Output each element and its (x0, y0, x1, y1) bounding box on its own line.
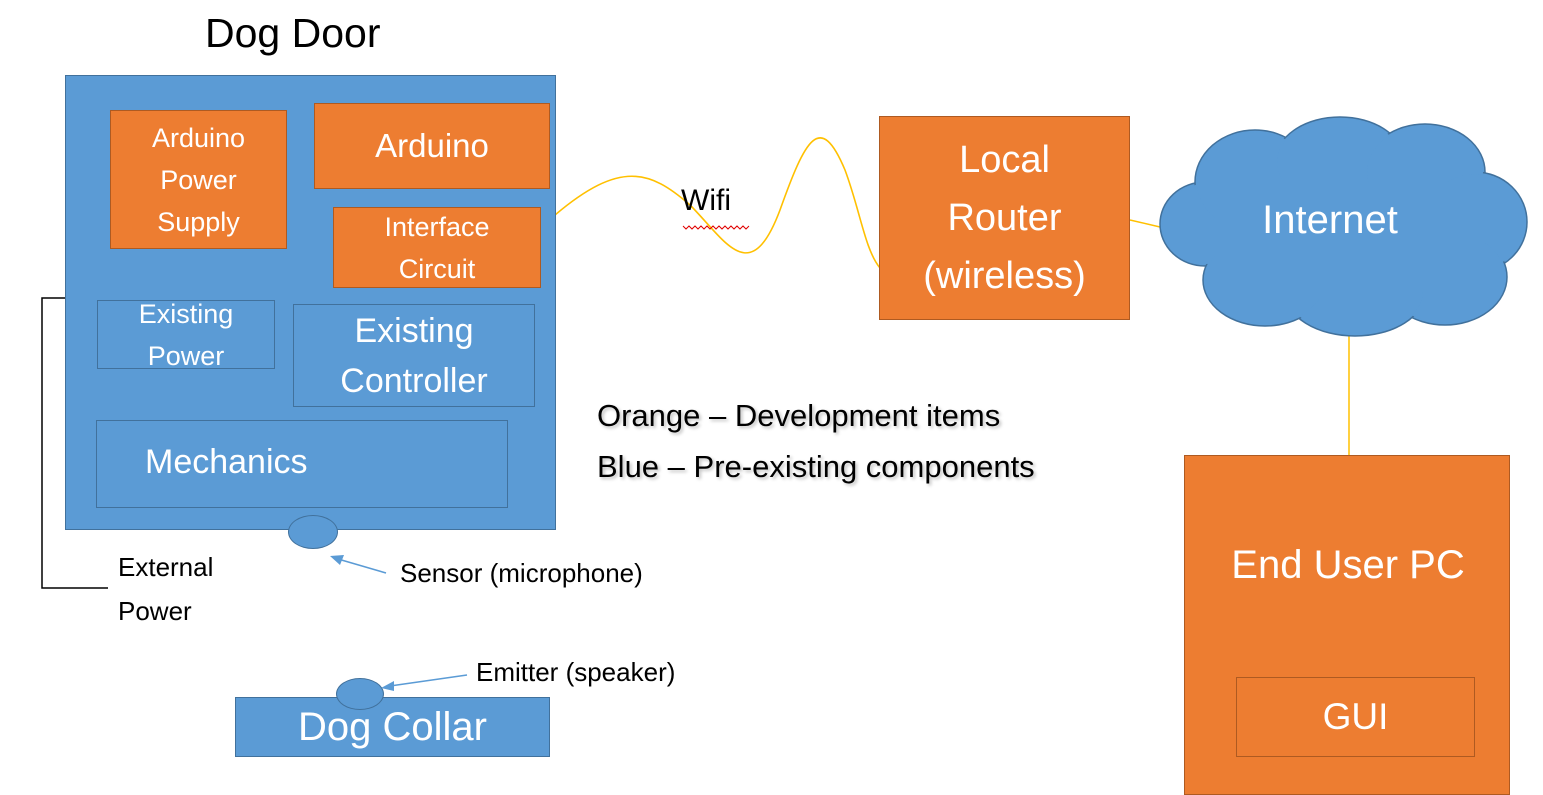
external-power-label: External Power (118, 552, 214, 626)
internet-label: Internet (1262, 197, 1398, 242)
existing-controller-box: Existing Controller (293, 304, 535, 407)
interface-circuit-box: Interface Circuit (333, 207, 541, 288)
legend-orange: Orange – Development items (597, 398, 1001, 433)
mechanics-label: Mechanics (145, 443, 308, 481)
arduino-box: Arduino (314, 103, 550, 189)
existing-controller-label: Existing Controller (340, 311, 488, 400)
dog-door-title: Dog Door (205, 10, 381, 56)
arduino-power-supply-label: Arduino Power Supply (151, 122, 246, 237)
existing-power-box: Existing Power (97, 299, 275, 371)
mechanics-box: Mechanics (96, 420, 508, 508)
internet-cloud (1159, 116, 1528, 337)
local-router-label: Local Router (wireless) (923, 139, 1086, 297)
emitter-arrow (389, 674, 468, 687)
wifi-label: Wifi (681, 184, 731, 217)
emitter-arrowhead (381, 681, 394, 691)
wifi-wave (554, 137, 881, 269)
spellcheck-squiggle (682, 225, 750, 230)
emitter-speaker-shape (336, 678, 384, 710)
dog-collar-label: Dog Collar (298, 704, 487, 749)
local-router-box: Local Router (wireless) (879, 116, 1130, 320)
existing-power-label: Existing Power (138, 298, 234, 371)
gui-label: GUI (1322, 696, 1389, 737)
sensor-arrow (337, 558, 387, 574)
emitter-label: Emitter (speaker) (476, 657, 676, 687)
sensor-label: Sensor (microphone) (400, 558, 643, 588)
interface-circuit-label: Interface Circuit (384, 211, 490, 284)
sensor-microphone-shape (288, 515, 338, 549)
legend-blue: Blue – Pre-existing components (597, 449, 1035, 484)
router-internet-wire (1129, 219, 1161, 228)
sensor-arrowhead (330, 555, 344, 565)
dog-collar-box: Dog Collar (235, 697, 550, 757)
arduino-power-supply-box: Arduino Power Supply (110, 110, 287, 249)
gui-box: GUI (1236, 677, 1475, 757)
end-user-pc-box (1184, 455, 1510, 795)
legend: Orange – Development items Blue – Pre-ex… (597, 390, 1035, 492)
arduino-label: Arduino (375, 127, 489, 164)
end-user-pc-label: End User PC (1231, 543, 1465, 587)
